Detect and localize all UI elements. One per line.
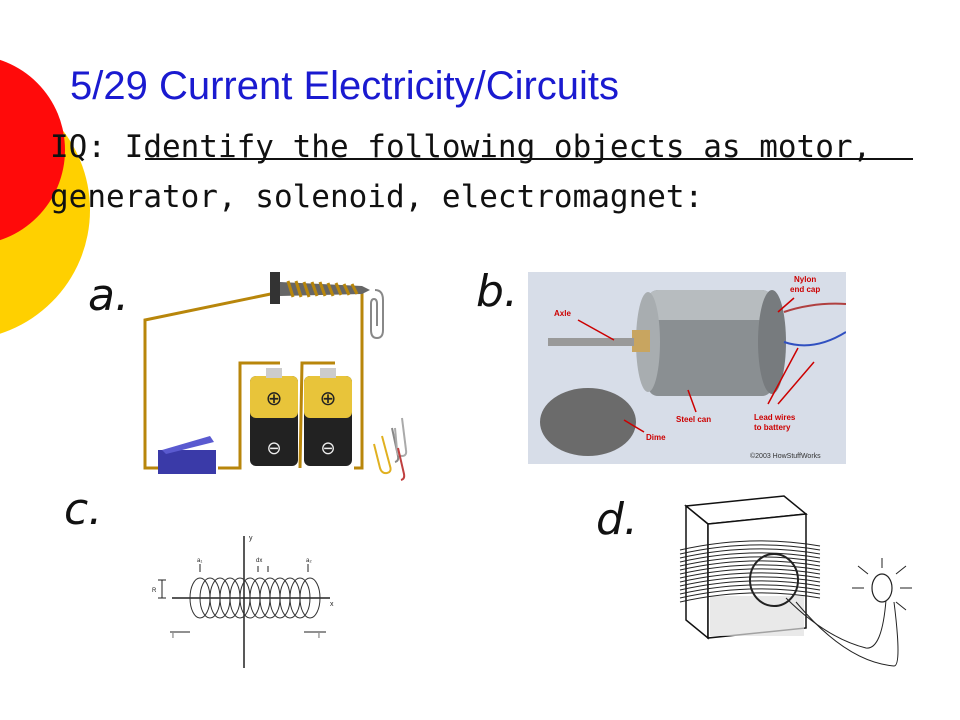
battery-plus-left: ⊕ <box>266 388 283 410</box>
generator-sketch <box>679 495 912 667</box>
electromagnet-circuit-image: ⊕ ⊖ ⊕ ⊖ <box>143 272 408 481</box>
lead-wire <box>783 302 846 313</box>
solenoid-coils <box>189 577 321 619</box>
slide-title: 5/29 Current Electricity/Circuits <box>70 64 620 108</box>
label-r: R <box>152 588 157 594</box>
callout-axle: Axle <box>554 309 571 318</box>
callout-dime: Dime <box>646 433 666 442</box>
battery-left: ⊕ ⊖ <box>250 368 298 466</box>
label-b: b. <box>476 266 518 317</box>
paperclip-hanging <box>370 289 384 340</box>
wires-to-bulb <box>785 597 899 667</box>
circuit-wires <box>143 288 364 470</box>
battery-plus-right: ⊕ <box>320 388 337 410</box>
callout-steel-can: Steel can <box>676 415 711 424</box>
motor-photo: Axle Nylon end cap Steel can Lead wires … <box>528 272 846 464</box>
callout-nylon-2: end cap <box>790 285 820 294</box>
battery-right: ⊕ ⊖ <box>304 368 352 466</box>
question-line-1: IQ: Identify the following objects as mo… <box>50 129 872 165</box>
paperclips-loose <box>373 417 408 481</box>
callout-nylon-1: Nylon <box>794 275 816 284</box>
label-c: c. <box>64 484 103 535</box>
dime-coin <box>540 388 636 456</box>
motor-body <box>632 290 786 396</box>
label-a1: a₁ <box>197 558 202 564</box>
light-bulb <box>852 558 912 611</box>
axis-x-label: x <box>330 601 334 608</box>
current-left: I <box>172 633 174 640</box>
nail <box>270 272 370 304</box>
label-d: d. <box>596 494 638 545</box>
callout-lead-wires-2: to battery <box>754 423 791 432</box>
core-shading <box>710 596 804 636</box>
decorative-circles <box>0 59 90 334</box>
axle-shaft <box>548 338 634 346</box>
lead-wire-blue <box>783 331 846 347</box>
callout-lead-wires-1: Lead wires <box>754 413 796 422</box>
solenoid-diagram: y x a₁ a₂ dx R I I <box>152 535 334 668</box>
label-dx: dx <box>256 558 262 564</box>
current-right: I <box>318 633 320 640</box>
battery-minus-right: ⊖ <box>320 438 335 458</box>
axis-y-label: y <box>249 535 253 542</box>
question-line-2: generator, solenoid, electromagnet: <box>50 179 704 215</box>
coil-windings <box>679 540 821 607</box>
label-a: a. <box>88 270 129 321</box>
battery-minus-left: ⊖ <box>266 438 281 458</box>
callout-lines <box>577 297 815 433</box>
question-underline <box>145 158 913 160</box>
label-a2: a₂ <box>306 558 312 564</box>
switch <box>158 436 216 474</box>
photo-copyright: ©2003 HowStuffWorks <box>750 452 821 460</box>
question-text: IQ: Identify the following objects as mo… <box>50 122 930 222</box>
red-circle <box>0 59 65 241</box>
